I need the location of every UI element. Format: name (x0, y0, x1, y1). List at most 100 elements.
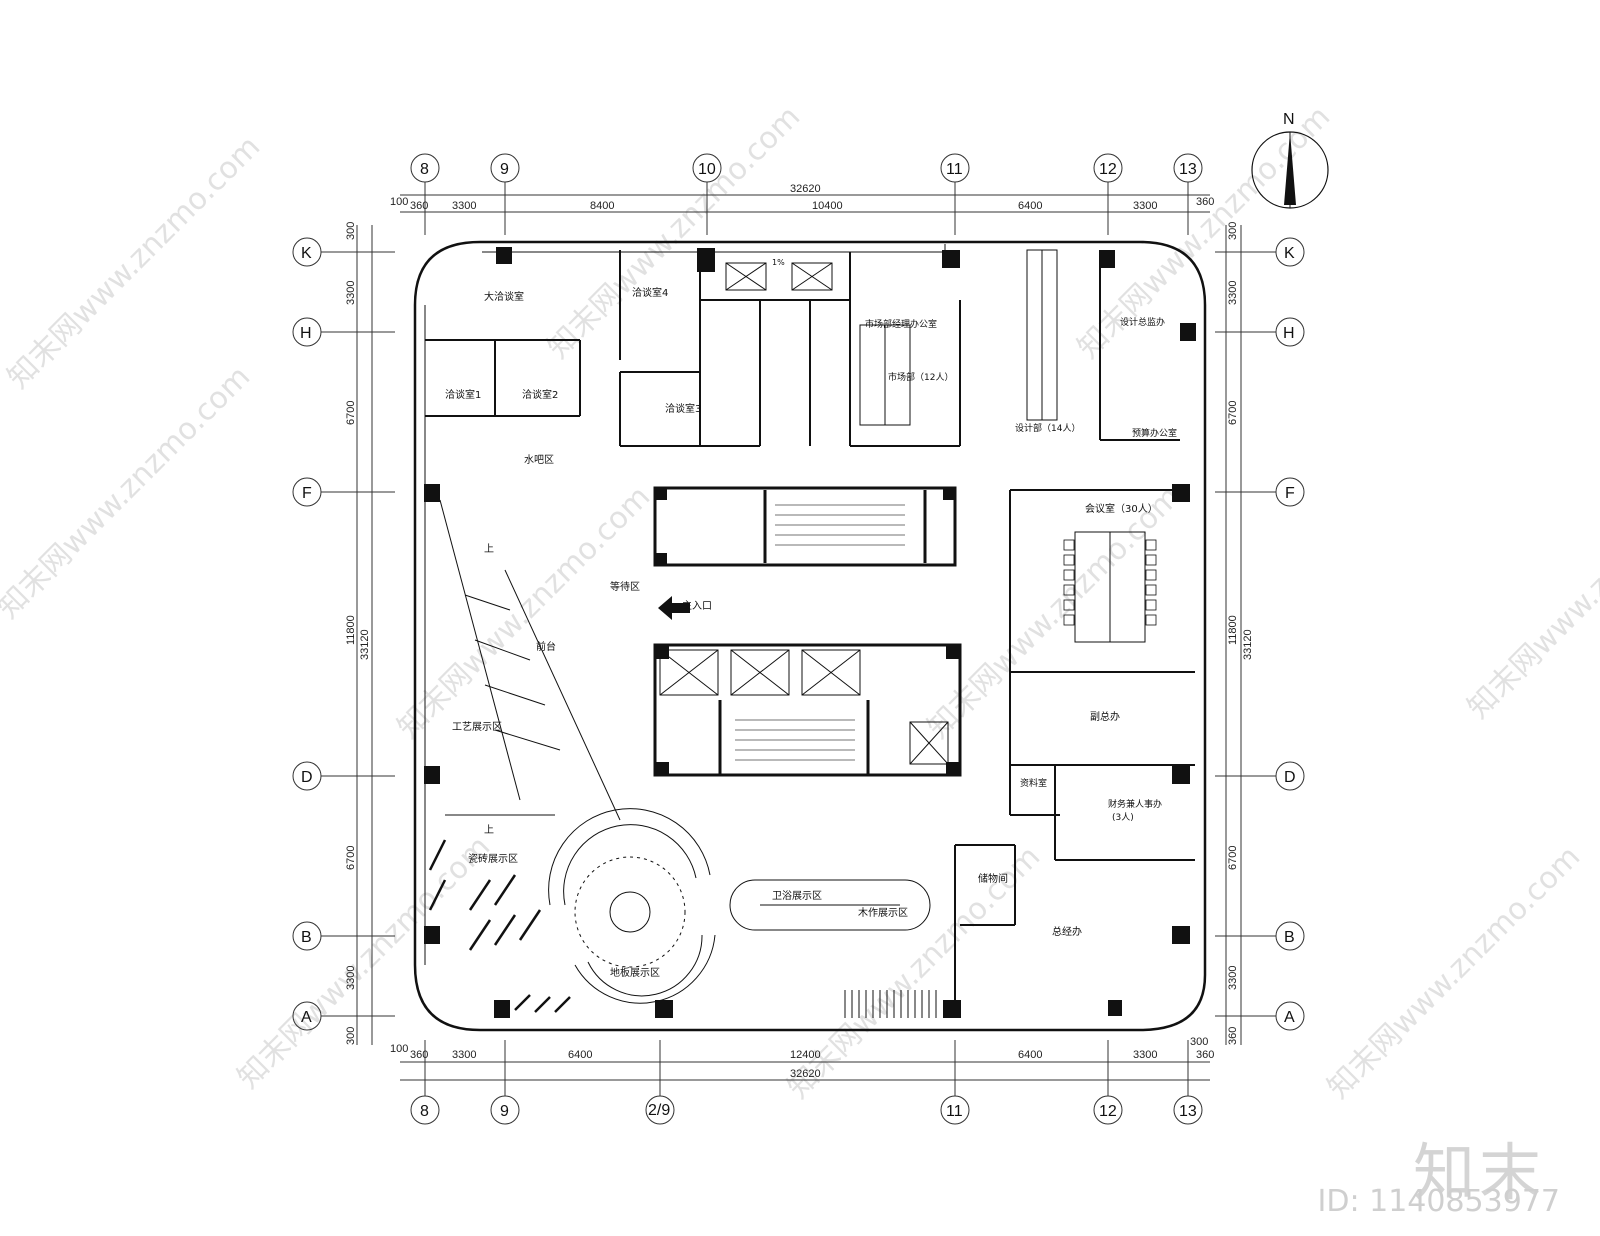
dim-right-11800: 11800 (1227, 615, 1239, 645)
dim-right-total: 33120 (1242, 629, 1254, 660)
columns (424, 247, 1196, 1018)
conference-table (1074, 531, 1146, 643)
axis-top-10: 10 (698, 161, 716, 178)
room-wood: 木作展示区 (858, 907, 908, 919)
room-bath: 卫浴展示区 (772, 890, 822, 902)
dim-bottom-360b: 360 (1196, 1049, 1214, 1061)
axis-bottom-9: 9 (500, 1103, 509, 1120)
axis-left-A: A (301, 1009, 312, 1026)
brand-logo: 知末 (1412, 1136, 1545, 1209)
room-front-desk: 前台 (536, 640, 556, 653)
room-waiting: 等待区 (610, 580, 640, 593)
watermark-10: 知末网www.znzmo.com (1461, 459, 1600, 725)
stairs (735, 504, 905, 761)
watermark-2: 知末网www.znzmo.com (0, 359, 257, 625)
dim-right-3300a: 3300 (1227, 281, 1239, 305)
dim-right-6700b: 6700 (1227, 846, 1239, 870)
axis-grid-right (1215, 225, 1305, 1045)
axis-right-F: F (1285, 485, 1295, 502)
dim-left-total: 33120 (359, 629, 371, 660)
dim-top-10400: 10400 (812, 200, 843, 212)
axis-left-H: H (300, 325, 312, 342)
axis-right-D: D (1284, 769, 1296, 786)
dim-left-300a: 300 (345, 222, 357, 240)
label-slope: 1% (772, 258, 785, 267)
dim-top-100: 100 (390, 196, 408, 208)
watermarks: 知末网www.znzmo.com 知末网www.znzmo.com 知末网www… (0, 99, 1600, 1105)
axis-labels-top: 8 9 10 11 12 13 32620 100 360 3300 8400 … (390, 161, 1214, 212)
room-floor: 地板展示区 (610, 966, 660, 979)
craft-display-panels (439, 499, 621, 821)
watermark-3: 知末网www.znzmo.com (541, 99, 807, 365)
elevator-shafts (659, 262, 949, 765)
dim-top-total: 32620 (790, 183, 821, 195)
axis-left-D: D (301, 769, 313, 786)
dim-bottom-100: 100 (390, 1043, 408, 1055)
image-id: ID: 1140853977 (1317, 1184, 1560, 1219)
dim-bottom-total: 32620 (790, 1068, 821, 1080)
room-big-meeting: 大洽谈室 (484, 290, 524, 303)
watermark-9: 知末网www.znzmo.com (1321, 839, 1587, 1105)
room-meet4: 洽谈室4 (632, 286, 668, 299)
room-gm: 总经办 (1052, 925, 1082, 938)
room-market-mgr: 市场部经理办公室 (865, 318, 937, 330)
label-up-2: 上 (484, 824, 494, 836)
dim-right-360: 360 (1227, 1027, 1239, 1045)
dim-right-3300b: 3300 (1227, 966, 1239, 990)
room-deputy: 副总办 (1090, 710, 1120, 723)
axis-left-K: K (301, 245, 312, 262)
entrance-arrow-icon (658, 596, 690, 620)
dim-top-6400: 6400 (1018, 200, 1042, 212)
axis-left-F: F (302, 485, 312, 502)
axis-top-9: 9 (500, 161, 509, 178)
dim-top-8400: 8400 (590, 200, 614, 212)
axis-right-K: K (1284, 245, 1295, 262)
axis-labels-left: K H F D B A 300 3300 6700 11800 6700 330… (300, 222, 371, 1045)
room-craft: 工艺展示区 (452, 721, 502, 733)
dim-left-11800: 11800 (345, 615, 357, 645)
room-tile: 瓷砖展示区 (468, 852, 518, 865)
axis-top-12: 12 (1099, 161, 1117, 178)
dim-bottom-6400a: 6400 (568, 1049, 592, 1061)
market-desks (859, 324, 911, 426)
south-stairs (844, 990, 937, 1018)
room-design: 设计部（14人） (1015, 422, 1080, 434)
axis-right-H: H (1283, 325, 1295, 342)
room-market: 市场部（12人） (888, 371, 953, 383)
dim-left-6700b: 6700 (345, 846, 357, 870)
dim-left-6700a: 6700 (345, 401, 357, 425)
dim-bottom-12400: 12400 (790, 1049, 821, 1061)
dim-bottom-3300a: 3300 (452, 1049, 476, 1061)
dim-right-300: 300 (1227, 222, 1239, 240)
room-budget: 预算办公室 (1132, 427, 1177, 439)
axis-grid-left (292, 225, 395, 1045)
dim-top-360a: 360 (410, 200, 428, 212)
room-labels: 大洽谈室 洽谈室4 洽谈室1 洽谈室2 洽谈室3 市场部经理办公室 市场部（12… (445, 258, 1177, 979)
axis-bottom-13: 13 (1179, 1103, 1197, 1120)
dim-left-300b: 300 (345, 1027, 357, 1045)
axis-left-B: B (301, 929, 312, 946)
room-entrance: 主入口 (682, 600, 712, 612)
dim-bottom-360a: 360 (410, 1049, 428, 1061)
axis-top-11: 11 (946, 161, 963, 178)
walls-east (954, 489, 1195, 1010)
dim-right-6700a: 6700 (1227, 401, 1239, 425)
room-design-director: 设计总监办 (1120, 316, 1165, 328)
room-meet1: 洽谈室1 (445, 388, 481, 401)
watermark-1: 知末网www.znzmo.com (1, 129, 267, 395)
axis-bottom-12: 12 (1099, 1103, 1117, 1120)
axis-grid-bottom (400, 1040, 1210, 1125)
room-meet2: 洽谈室2 (522, 388, 558, 401)
conference-chairs (1063, 539, 1157, 626)
dim-top-3300b: 3300 (1133, 200, 1157, 212)
dim-left-3300a: 3300 (345, 281, 357, 305)
core-fill (655, 488, 960, 776)
dim-bottom-6400b: 6400 (1018, 1049, 1042, 1061)
axis-top-8: 8 (420, 161, 429, 178)
axis-bottom-11: 11 (946, 1103, 963, 1120)
dim-bottom-3300b: 3300 (1133, 1049, 1157, 1061)
dim-top-3300a: 3300 (452, 200, 476, 212)
axis-bottom-2-9: 2/9 (648, 1102, 670, 1119)
room-meet3: 洽谈室3 (665, 402, 701, 415)
